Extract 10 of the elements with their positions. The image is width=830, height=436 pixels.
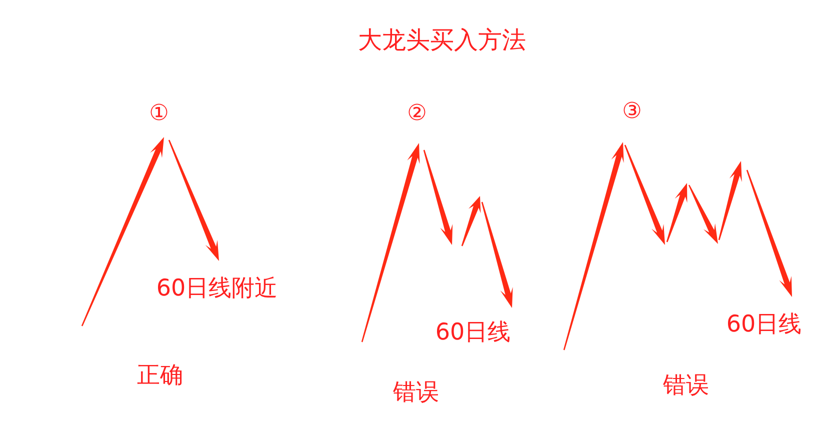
step-number: ② [407,102,427,126]
verdict-label: 正确 [137,363,183,389]
support-label: 60日线附近 [156,276,278,302]
verdict-label: 错误 [663,373,709,399]
step-number: ① [149,102,169,126]
support-label: 60日线 [435,320,511,346]
support-label: 60日线 [726,312,802,338]
title: 大龙头买入方法 [358,26,526,54]
step-number: ③ [622,100,642,124]
verdict-label: 错误 [393,380,439,406]
